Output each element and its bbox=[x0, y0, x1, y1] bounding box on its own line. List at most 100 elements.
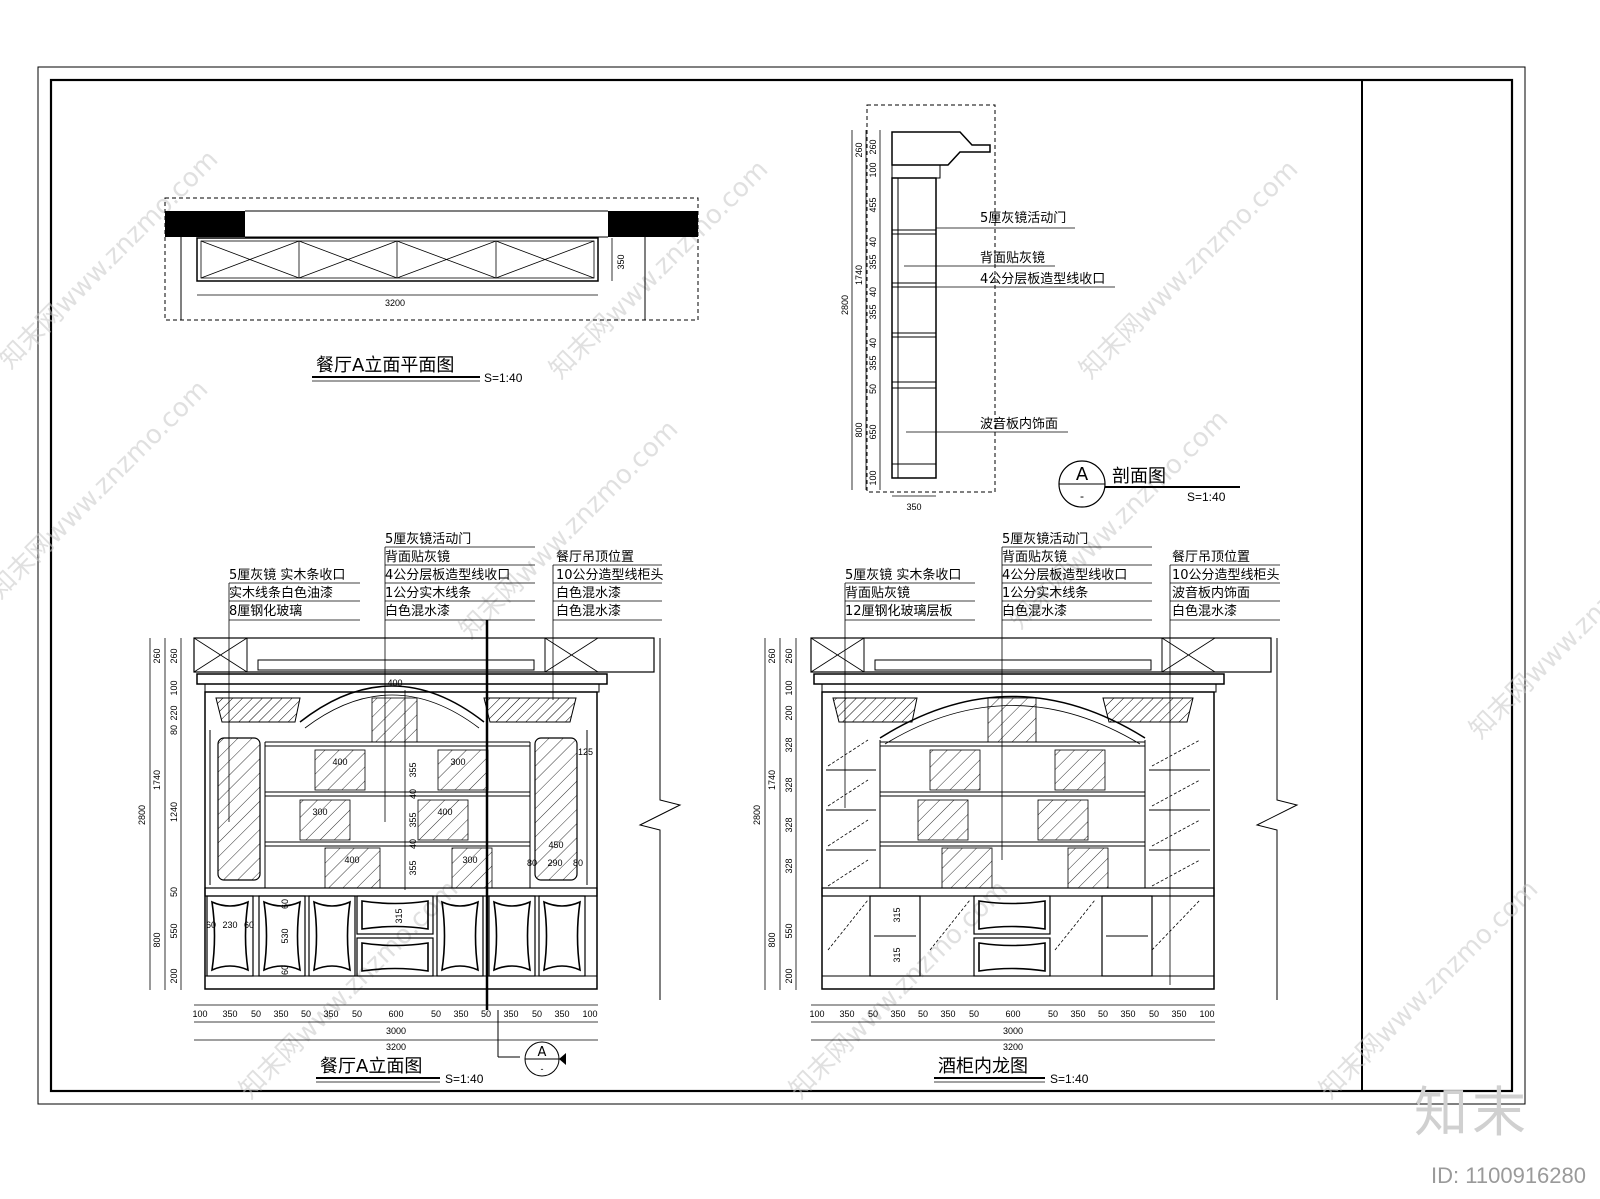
right-dim-inner: 200 bbox=[784, 968, 794, 983]
left-bottom-dim: 350 bbox=[453, 1009, 468, 1019]
section-dim-outer: 1740 bbox=[854, 265, 864, 285]
left-inner-note: 355 bbox=[408, 860, 418, 875]
right-dim-total: 2800 bbox=[752, 805, 762, 825]
right-bottom-dim: 100 bbox=[809, 1009, 824, 1019]
right-dim-inner: 260 bbox=[784, 648, 794, 663]
section-dim-outer: 800 bbox=[854, 422, 864, 437]
right-dim-inner: 100 bbox=[784, 680, 794, 695]
plan-view: 3200 350 餐厅A立面平面图 S=1:40 bbox=[164, 197, 699, 385]
left-inner-note: 60 bbox=[280, 965, 290, 975]
left-bottom-dim: 100 bbox=[192, 1009, 207, 1019]
section-label: 波音板内饰面 bbox=[980, 416, 1058, 432]
left-scale: S=1:40 bbox=[445, 1072, 484, 1086]
left-inner-note: 60 bbox=[280, 899, 290, 909]
right-bottom-dim: 350 bbox=[890, 1009, 905, 1019]
left-dim-inner: 550 bbox=[169, 923, 179, 938]
right-bottom-dim: 50 bbox=[1098, 1009, 1108, 1019]
watermark: 知末网www.znzmo.com bbox=[1464, 514, 1600, 745]
plan-title: 餐厅A立面平面图 bbox=[316, 355, 454, 376]
right-elev-label-right: 10公分造型线柜头 bbox=[1172, 568, 1280, 583]
right-bottom-dim: 50 bbox=[918, 1009, 928, 1019]
right-dim-inner: 328 bbox=[784, 858, 794, 873]
left-bottom-dim: 350 bbox=[222, 1009, 237, 1019]
section-view: 260 1740 800 2800 260 100 455 40 355 40 … bbox=[840, 104, 1240, 512]
section-marker-sub: - bbox=[1080, 489, 1084, 503]
watermark: 知末网www.znzmo.com bbox=[0, 144, 224, 375]
right-bottom-dim: 350 bbox=[1070, 1009, 1085, 1019]
right-dim-inner: 328 bbox=[784, 777, 794, 792]
section-dim-total: 2800 bbox=[840, 295, 850, 315]
right-bottom-dim: 350 bbox=[839, 1009, 854, 1019]
left-bottom-dim: 50 bbox=[251, 1009, 261, 1019]
plan-cabinet bbox=[196, 237, 599, 282]
right-bottom-dim: 350 bbox=[1120, 1009, 1135, 1019]
left-dim-inner: 80 bbox=[169, 725, 179, 735]
left-inner-note: 450 bbox=[548, 840, 563, 850]
section-dim-inner: 40 bbox=[868, 237, 878, 247]
left-inner-note: 300 bbox=[312, 807, 327, 817]
left-title: 餐厅A立面图 bbox=[320, 1056, 422, 1077]
left-inner-note: 290 bbox=[547, 858, 562, 868]
left-marker-sub: - bbox=[541, 1064, 544, 1074]
left-bottom-dim: 100 bbox=[582, 1009, 597, 1019]
inner-border bbox=[49, 78, 1514, 1093]
left-inner-note: 230 bbox=[222, 920, 237, 930]
plan-outline bbox=[164, 197, 699, 321]
section-title: 剖面图 bbox=[1112, 466, 1166, 487]
section-label: 5厘灰镜活动门 bbox=[980, 211, 1066, 226]
left-bottom-dim: 350 bbox=[554, 1009, 569, 1019]
section-dim-inner: 355 bbox=[868, 355, 878, 370]
mid-label: 白色混水漆 bbox=[385, 603, 450, 619]
left-bottom-dim: 50 bbox=[481, 1009, 491, 1019]
right-dim-inner: 550 bbox=[784, 923, 794, 938]
right-title: 酒柜内龙图 bbox=[938, 1056, 1028, 1077]
left-inner-note: 125 bbox=[578, 747, 593, 757]
left-bottom-dim: 50 bbox=[431, 1009, 441, 1019]
left-marker-letter: A bbox=[538, 1045, 547, 1060]
left-label: 实木线条白色油漆 bbox=[229, 585, 333, 601]
right-bottom-dims: 100 350 50 350 50 350 50 600 50 350 50 3… bbox=[809, 1009, 1214, 1019]
watermark: 知末网www.znzmo.com bbox=[544, 154, 775, 385]
section-dim-inner: 355 bbox=[868, 304, 878, 319]
left-inner-note: 400 bbox=[387, 678, 402, 688]
left-bottom-dims: 100 350 50 350 50 350 50 600 50 350 50 3… bbox=[192, 1009, 597, 1019]
left-bottom-dim: 50 bbox=[532, 1009, 542, 1019]
left-bottom-dim: 350 bbox=[503, 1009, 518, 1019]
elevation-left: 5厘灰镜 实木条收口 实木线条白色油漆 8厘钢化玻璃 5厘灰镜活动门 背面贴灰镜… bbox=[137, 532, 682, 1086]
section-dim-inner: 40 bbox=[868, 338, 878, 348]
left-inner-note: 400 bbox=[344, 855, 359, 865]
right-dim-inner: 328 bbox=[784, 817, 794, 832]
right-bottom-dim: 50 bbox=[868, 1009, 878, 1019]
right-label: 10公分造型线柜头 bbox=[556, 568, 664, 583]
right-elev-label-mid: 背面贴灰镜 bbox=[1002, 550, 1067, 565]
left-dim-total: 2800 bbox=[137, 805, 147, 825]
section-scale: S=1:40 bbox=[1187, 490, 1226, 504]
right-bottom-dim: 50 bbox=[1048, 1009, 1058, 1019]
left-inner-note: 40 bbox=[408, 839, 418, 849]
right-elev-label-right: 餐厅吊顶位置 bbox=[1172, 549, 1250, 565]
right-inner-note: 315 bbox=[892, 907, 902, 922]
section-label: 4公分层板造型线收口 bbox=[980, 272, 1105, 287]
section-dim-outer: 260 bbox=[854, 142, 864, 157]
left-label: 8厘钢化玻璃 bbox=[229, 604, 302, 619]
elevation-right: 5厘灰镜 实木条收口 背面贴灰镜 12厘钢化玻璃层板 5厘灰镜活动门 背面贴灰镜… bbox=[752, 532, 1299, 1086]
left-dim-outer: 1740 bbox=[152, 770, 162, 790]
plan-wall-left bbox=[165, 211, 245, 237]
section-dim-inner: 100 bbox=[868, 470, 878, 485]
left-inner-note: 400 bbox=[332, 757, 347, 767]
left-dim-3200: 3200 bbox=[386, 1042, 406, 1052]
right-scale: S=1:40 bbox=[1050, 1072, 1089, 1086]
right-bottom-dim: 350 bbox=[940, 1009, 955, 1019]
right-inner-note: 315 bbox=[892, 947, 902, 962]
mid-label: 5厘灰镜活动门 bbox=[385, 532, 471, 547]
right-elev-label-left: 背面贴灰镜 bbox=[845, 586, 910, 601]
brand-logo: 知末 bbox=[1414, 1081, 1530, 1144]
left-dim-inner: 220 bbox=[169, 705, 179, 720]
right-dim-3000: 3000 bbox=[1003, 1026, 1023, 1036]
right-label: 白色混水漆 bbox=[556, 603, 621, 619]
right-elev-label-right: 白色混水漆 bbox=[1172, 603, 1237, 619]
section-dim-inner: 50 bbox=[868, 384, 878, 394]
left-bottom-dim: 50 bbox=[301, 1009, 311, 1019]
left-dim-inner: 100 bbox=[169, 680, 179, 695]
